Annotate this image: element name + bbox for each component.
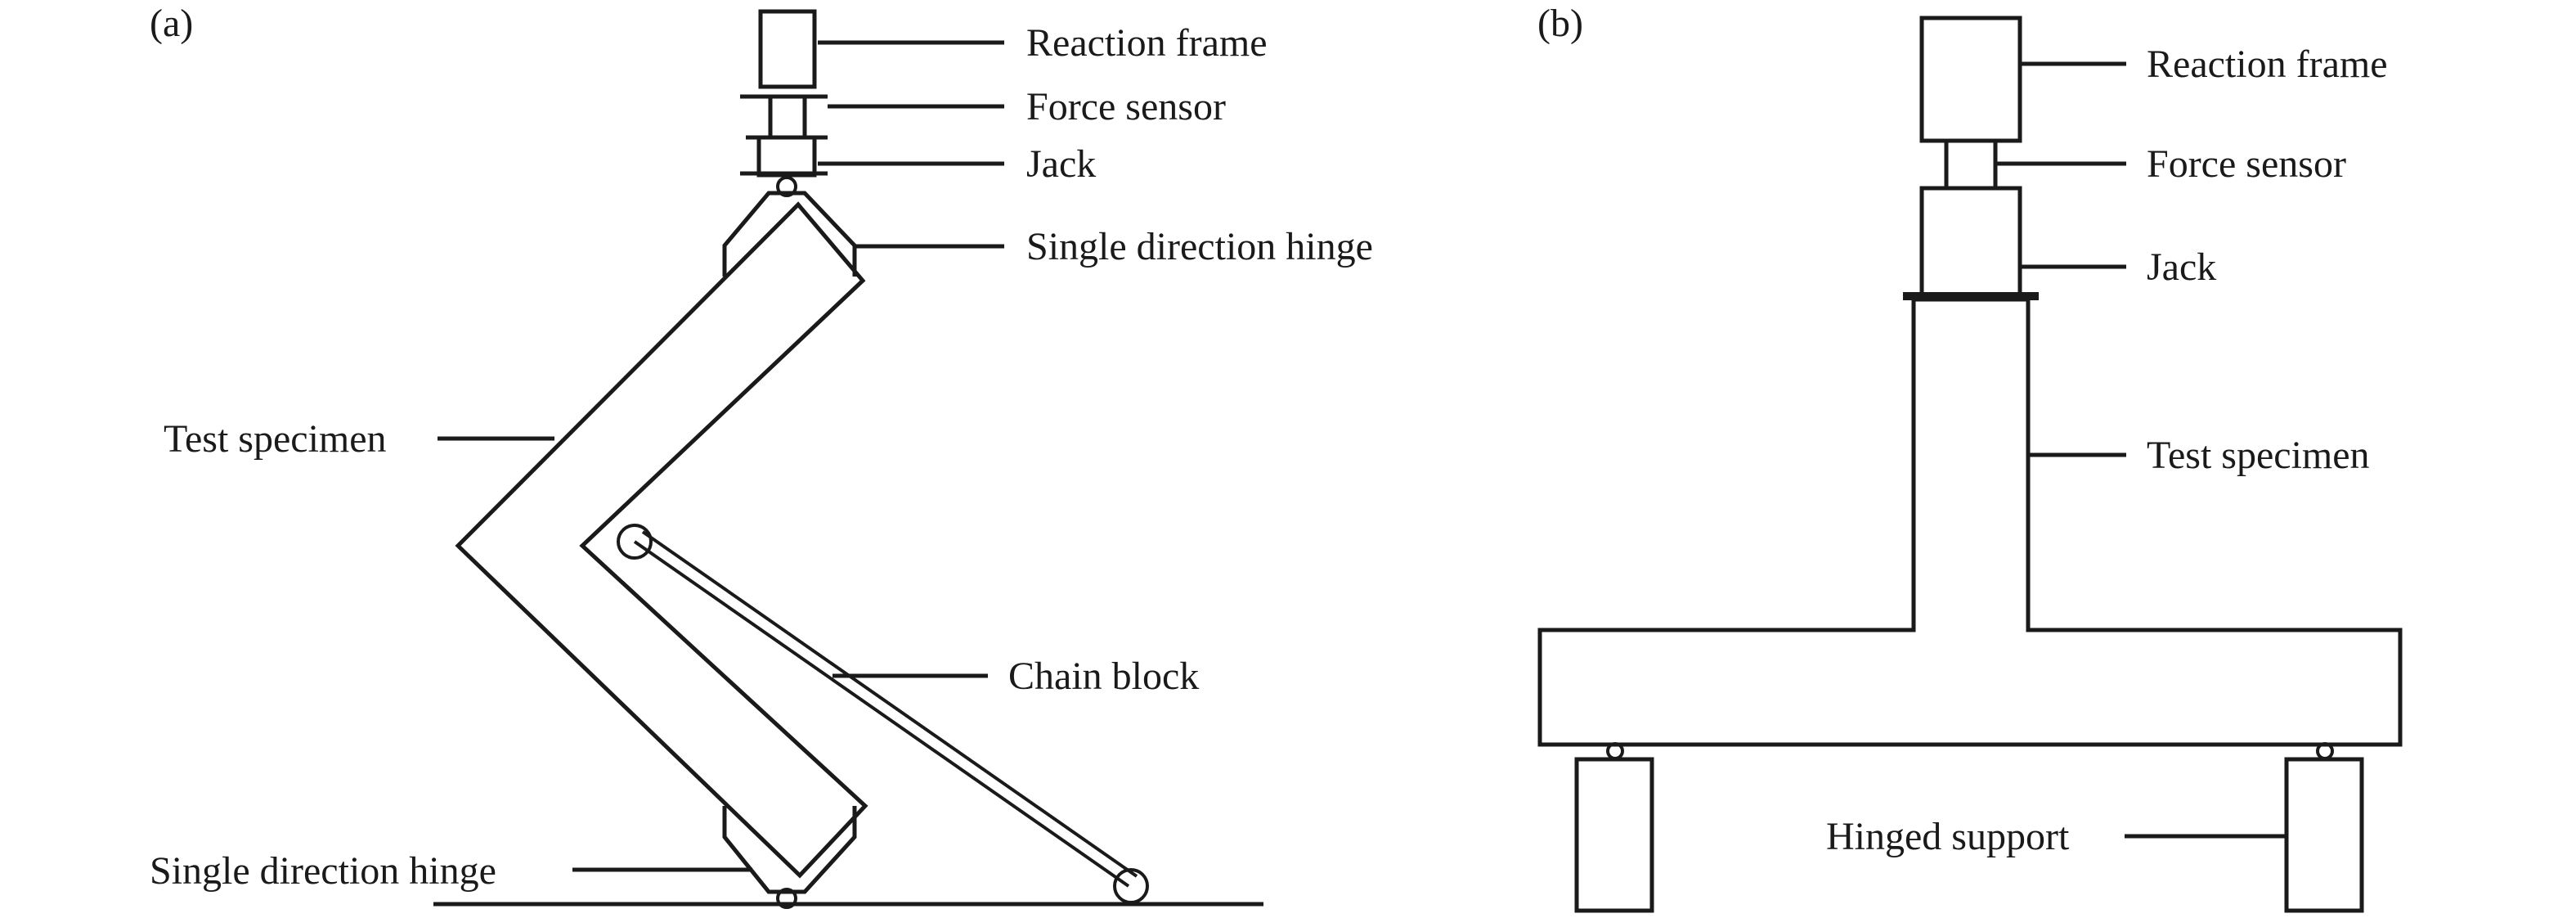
chain-block-line-upper	[633, 540, 1130, 888]
chain-block-anchor	[1113, 868, 1149, 904]
chain-block-pulley-top	[617, 524, 653, 560]
jack-b	[1919, 186, 2022, 297]
reaction-frame-block-a	[758, 9, 817, 89]
bottom-hinge-housing	[722, 806, 857, 894]
top-hinge-housing	[722, 191, 857, 277]
panel-a-label: (a)	[150, 2, 193, 45]
label-force-sensor-b: Force sensor	[2147, 142, 2346, 186]
jack-a	[756, 135, 817, 178]
test-specimen-a	[455, 201, 868, 879]
force-sensor-b	[1944, 138, 1998, 191]
panel-b: (b) Reaction frame Force sensor Jack Tes…	[1537, 2, 2403, 913]
label-bottom-hinge: Single direction hinge	[150, 849, 496, 893]
label-chain-block: Chain block	[1008, 655, 1199, 698]
chain-block-line-lower	[641, 530, 1138, 878]
test-specimen-b	[1537, 297, 2403, 747]
label-reaction-frame-b: Reaction frame	[2147, 43, 2388, 86]
label-reaction-frame-a: Reaction frame	[1026, 21, 1268, 65]
label-top-hinge: Single direction hinge	[1026, 225, 1373, 268]
label-jack-a: Jack	[1026, 142, 1096, 186]
right-hinged-support	[2284, 757, 2364, 913]
left-hinged-support	[1574, 757, 1654, 913]
label-force-sensor-a: Force sensor	[1026, 85, 1226, 128]
top-hinge-pin	[776, 176, 797, 197]
force-sensor-a	[768, 94, 807, 140]
panel-b-label: (b)	[1537, 2, 1583, 45]
label-hinged-support: Hinged support	[1826, 815, 2070, 858]
label-jack-b: Jack	[2147, 245, 2216, 289]
label-test-specimen-a: Test specimen	[164, 417, 387, 461]
bottom-hinge-pin	[776, 888, 797, 909]
label-test-specimen-b: Test specimen	[2147, 434, 2370, 477]
reaction-frame-block-b	[1919, 16, 2022, 143]
panel-a: (a) Reaction frame Force sensor	[150, 2, 1373, 909]
